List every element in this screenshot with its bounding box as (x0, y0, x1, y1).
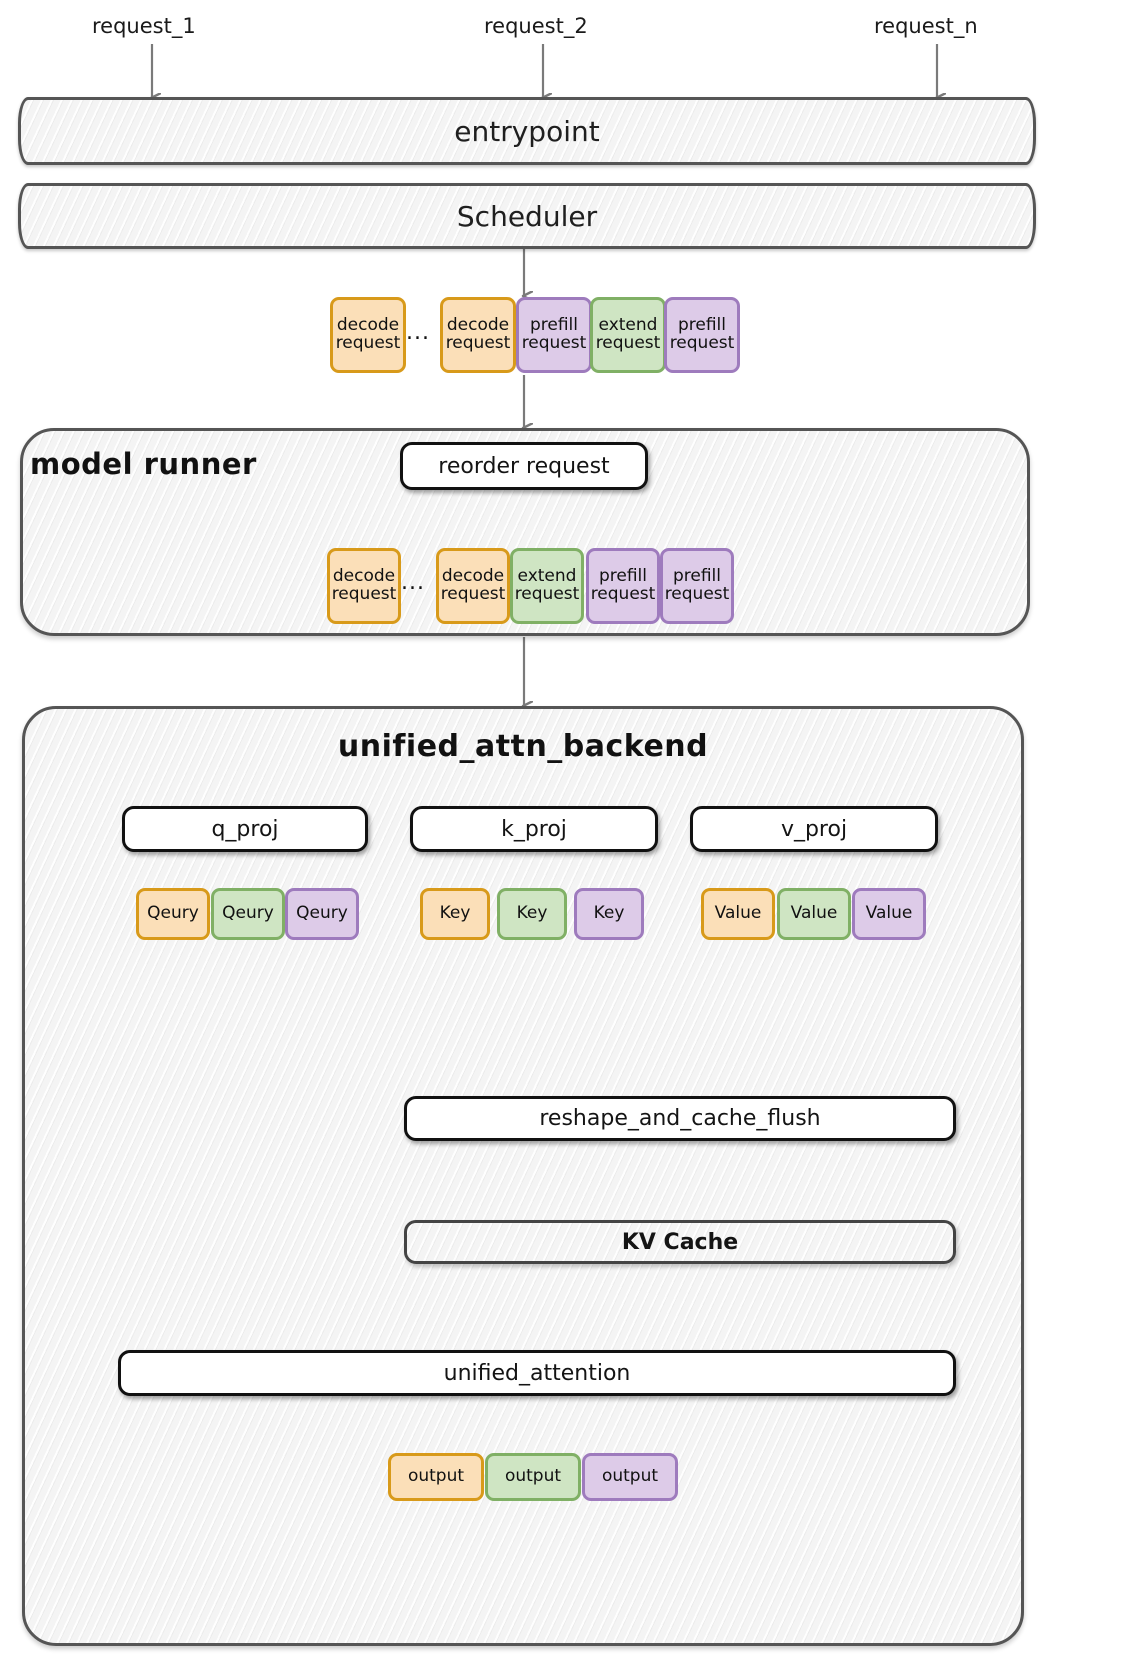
k-token-1: Key (497, 888, 567, 940)
chip-line1: output (504, 1466, 562, 1487)
chip-line2: request (331, 584, 397, 604)
chip-line1: Qeury (222, 903, 274, 924)
q-proj-box[interactable]: q_proj (122, 806, 368, 852)
kv-cache-box[interactable]: KV Cache (404, 1220, 956, 1264)
chip-line1: decode (446, 315, 510, 336)
scheduler-band: Scheduler (18, 183, 1036, 249)
chip-line1: prefill (672, 566, 722, 587)
chip-line2: request (335, 333, 401, 353)
q-token-2: Qeury (285, 888, 359, 940)
v-token-1: Value (777, 888, 851, 940)
chip-line1: extend (598, 315, 658, 336)
chip-line1: Key (439, 903, 471, 924)
v-token-2: Value (852, 888, 926, 940)
k-token-2: Key (574, 888, 644, 940)
chip-line1: output (407, 1466, 465, 1487)
chip-line1: prefill (529, 315, 579, 336)
q-token-0: Qeury (136, 888, 210, 940)
chip-line1: Qeury (296, 903, 348, 924)
request-label-2: request_2 (484, 14, 588, 38)
chip-line2: request (669, 333, 735, 353)
model-runner-chip-3: prefill request (586, 548, 660, 624)
chip-line1: prefill (677, 315, 727, 336)
model-runner-chip-2: extend request (510, 548, 584, 624)
scheduler-chips-ellipsis: ... (406, 320, 430, 345)
chip-line1: output (601, 1466, 659, 1487)
k-token-0: Key (420, 888, 490, 940)
request-label-1: request_1 (92, 14, 196, 38)
chip-line1: Value (865, 903, 913, 924)
chip-line1: Value (714, 903, 762, 924)
k-proj-box[interactable]: k_proj (410, 806, 658, 852)
chip-line2: request (440, 584, 506, 604)
output-chip-2: output (582, 1453, 678, 1501)
chip-line1: Key (593, 903, 625, 924)
model-runner-chips-ellipsis: ... (401, 570, 425, 595)
request-label-n: request_n (874, 14, 978, 38)
model-runner-title: model runner (30, 447, 257, 481)
reorder-request-box[interactable]: reorder request (400, 442, 648, 490)
chip-line1: Value (790, 903, 838, 924)
chip-line2: request (664, 584, 730, 604)
q-token-1: Qeury (211, 888, 285, 940)
chip-line1: decode (332, 566, 396, 587)
model-runner-chip-4: prefill request (660, 548, 734, 624)
output-chip-1: output (485, 1453, 581, 1501)
chip-line1: prefill (598, 566, 648, 587)
reshape-and-cache-flush-box[interactable]: reshape_and_cache_flush (404, 1096, 956, 1141)
chip-line1: decode (441, 566, 505, 587)
v-token-0: Value (701, 888, 775, 940)
entrypoint-label: entrypoint (454, 114, 600, 148)
scheduler-chip-2: prefill request (516, 297, 592, 373)
scheduler-chip-1: decode request (440, 297, 516, 373)
chip-line1: decode (336, 315, 400, 336)
unified-attention-box[interactable]: unified_attention (118, 1350, 956, 1396)
scheduler-label: Scheduler (456, 199, 598, 233)
chip-line1: Key (516, 903, 548, 924)
output-chip-0: output (388, 1453, 484, 1501)
scheduler-chip-4: prefill request (664, 297, 740, 373)
model-runner-chip-0: decode request (327, 548, 401, 624)
chip-line1: extend (517, 566, 577, 587)
scheduler-chip-3: extend request (590, 297, 666, 373)
chip-line2: request (590, 584, 656, 604)
chip-line2: request (445, 333, 511, 353)
chip-line2: request (595, 333, 661, 353)
chip-line2: request (521, 333, 587, 353)
model-runner-chip-1: decode request (436, 548, 510, 624)
chip-line1: Qeury (147, 903, 199, 924)
v-proj-box[interactable]: v_proj (690, 806, 938, 852)
unified-attn-backend-title: unified_attn_backend (337, 729, 709, 764)
scheduler-chip-0: decode request (330, 297, 406, 373)
chip-line2: request (514, 584, 580, 604)
entrypoint-band: entrypoint (18, 97, 1036, 165)
